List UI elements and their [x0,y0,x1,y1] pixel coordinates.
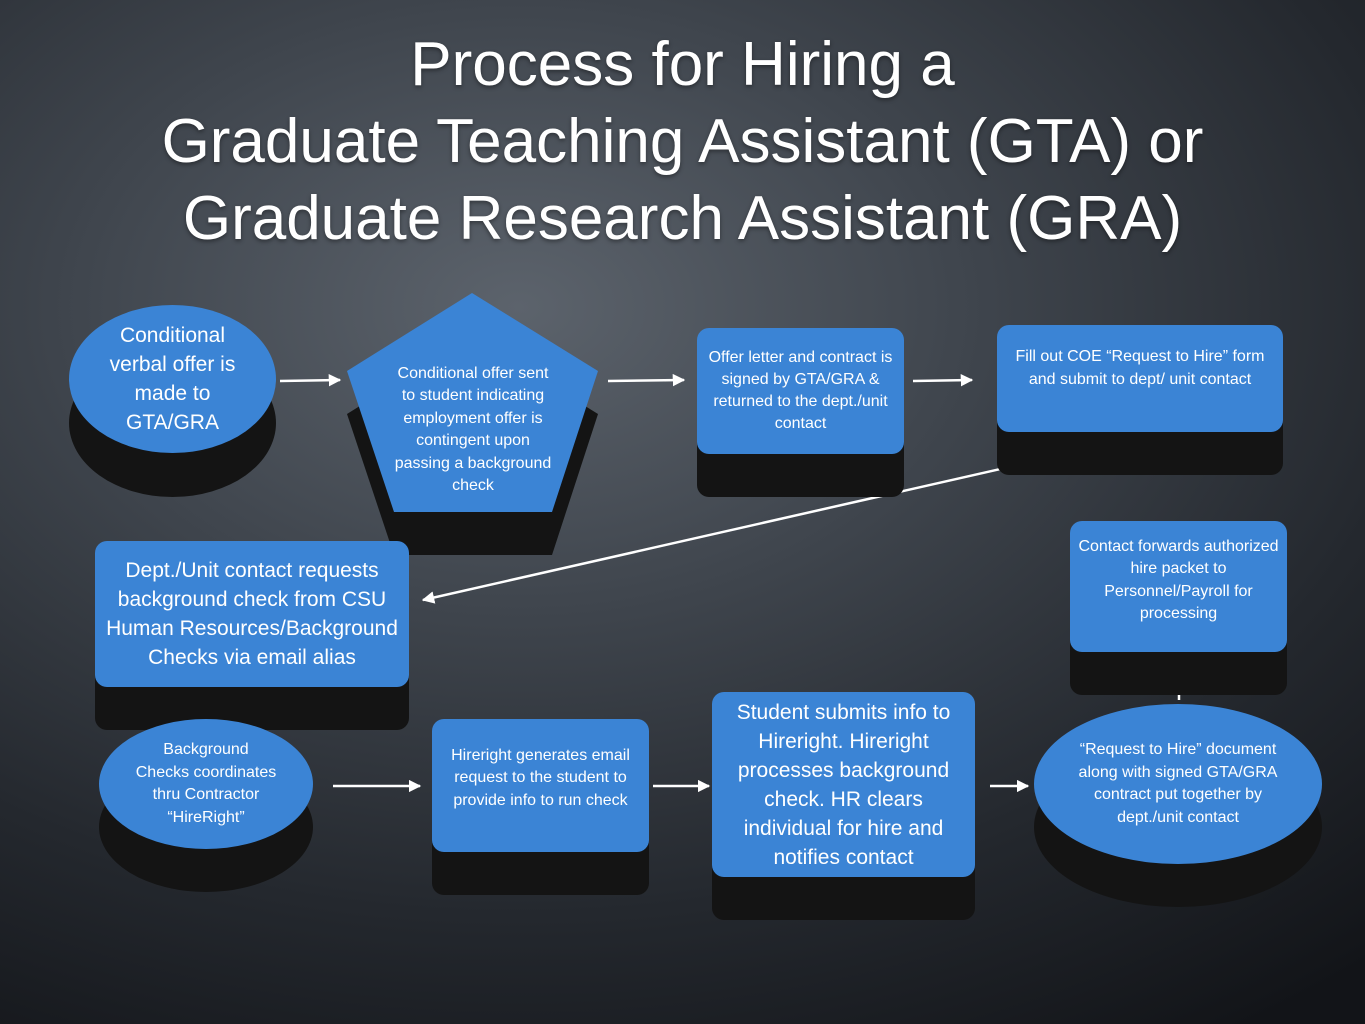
arrow-4-to-5 [421,463,1019,604]
step-text: Contact forwards authorized hire packet … [1078,537,1279,623]
step-student-submits: Student submits info to Hireright. Hirer… [712,692,975,877]
step-hireright-email: Hireright generates email request to the… [432,719,649,852]
page-title: Process for Hiring a Graduate Teaching A… [0,26,1365,257]
step-verbal-offer: Conditional verbal offer is made to GTA/… [69,305,276,453]
step-text: Background Checks coordinates thru Contr… [135,741,277,826]
step-text: Conditional verbal offer is made to GTA/… [109,324,236,434]
step-text: Dept./Unit contact requests background c… [106,559,398,669]
title-line-3: Graduate Research Assistant (GRA) [182,184,1183,253]
title-line-1: Process for Hiring a [410,30,955,99]
arrow-1-to-2 [279,373,342,387]
step-text: Fill out COE “Request to Hire” form and … [1015,348,1265,388]
step-text: Conditional offer sent to student indica… [394,364,552,495]
title-line-2: Graduate Teaching Assistant (GTA) or [161,107,1204,176]
step-offer-signed: Offer letter and contract is signed by G… [697,328,904,454]
step-request-to-hire-form: Fill out COE “Request to Hire” form and … [997,325,1283,432]
step-background-request: Dept./Unit contact requests background c… [95,541,409,687]
step-conditional-offer-letter: Conditional offer sent to student indica… [392,350,554,510]
step-text: “Request to Hire” document along with si… [1078,741,1278,826]
step-text: Student submits info to Hireright. Hirer… [736,700,951,869]
step-text: Hireright generates email request to the… [451,746,630,809]
arrow-2-to-3 [607,373,686,387]
step-forward-packet: Contact forwards authorized hire packet … [1070,521,1287,652]
step-text: Offer letter and contract is signed by G… [708,349,893,432]
step-background-coordination: Background Checks coordinates thru Contr… [99,719,313,849]
arrow-3-to-4 [912,373,974,387]
step-hire-document: “Request to Hire” document along with si… [1034,704,1322,864]
